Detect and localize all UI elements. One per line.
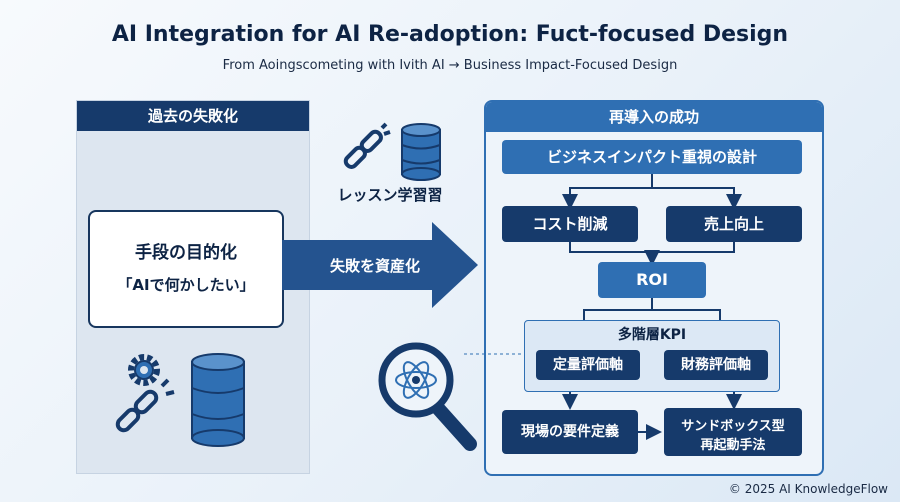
sandbox-restart-line1: サンドボックス型 [681, 419, 785, 434]
lesson-learning-label: レッスン学習習 [337, 186, 443, 204]
database-icon [401, 123, 441, 181]
left-icon-group [115, 353, 245, 447]
past-failure-panel-title: 過去の失敗化 [77, 101, 309, 131]
means-as-end-box: 手段の目的化 「AIで何かしたい」 [88, 210, 284, 328]
lesson-icon-group [343, 122, 441, 181]
ai-something-quote: 「AIで何かしたい」 [117, 276, 255, 294]
multi-layer-kpi-label: 多階層KPI [617, 327, 687, 343]
sandbox-restart-line2: 再起動手法 [700, 438, 766, 453]
failure-to-asset-arrow [282, 222, 478, 308]
magnifier-atom-icon [378, 342, 477, 451]
cost-reduction-node: コスト削減 [502, 206, 638, 242]
sales-increase-node: 売上向上 [666, 206, 802, 242]
broken-chain-icon [343, 122, 391, 169]
business-impact-design-node: ビジネスインパクト重視の設計 [502, 140, 802, 174]
field-requirements-node: 現場の要件定義 [502, 410, 638, 454]
financial-axis-node: 財務評価軸 [664, 350, 768, 380]
dashed-link [464, 353, 526, 355]
quantitative-axis-node: 定量評価軸 [536, 350, 640, 380]
sandbox-restart-node: サンドボックス型 再起動手法 [664, 408, 802, 456]
gear-icon [128, 354, 160, 386]
broken-chain-icon [115, 378, 175, 433]
copyright: © 2025 AI KnowledgeFlow [728, 482, 888, 496]
roi-node: ROI [598, 262, 706, 298]
re-adoption-success-panel-title: 再導入の成功 [486, 102, 822, 132]
page-subtitle: From Aoingsco​meting with Ivith AI → Bus… [222, 58, 678, 73]
page-title: AI Integration for AI Re-adoption: Fuct-… [111, 22, 789, 47]
failure-to-asset-label: 失敗を資産化 [329, 257, 420, 275]
database-icon [191, 353, 245, 447]
means-as-end-label: 手段の目的化 [135, 243, 237, 263]
